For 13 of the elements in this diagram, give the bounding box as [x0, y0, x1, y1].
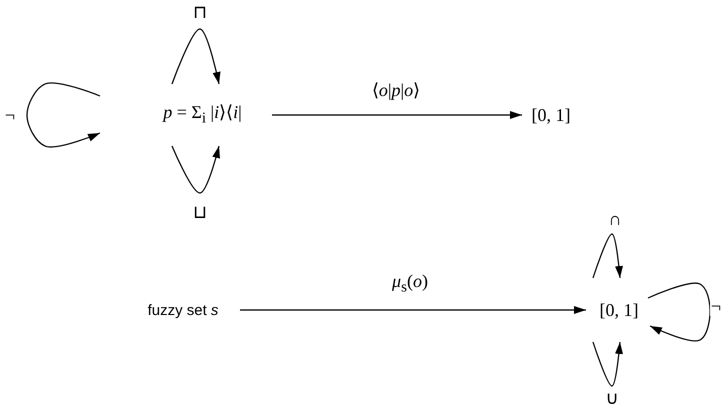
node-label: p = Σ$_{i}$ |i⟩⟨i| — [163, 103, 242, 127]
arrow — [272, 111, 522, 119]
arrow — [26, 82, 100, 148]
node-label: [0, 1] — [600, 301, 638, 319]
arrow — [171, 146, 220, 194]
node-label: [0, 1] — [532, 106, 570, 124]
node-label: fuzzy set s — [148, 302, 218, 318]
arrow — [592, 342, 623, 387]
edge-label: ⟨o|p|o⟩ — [370, 80, 422, 100]
arrow — [171, 28, 220, 84]
arrow — [240, 306, 586, 314]
arrow — [648, 282, 711, 342]
arrow — [592, 233, 623, 278]
